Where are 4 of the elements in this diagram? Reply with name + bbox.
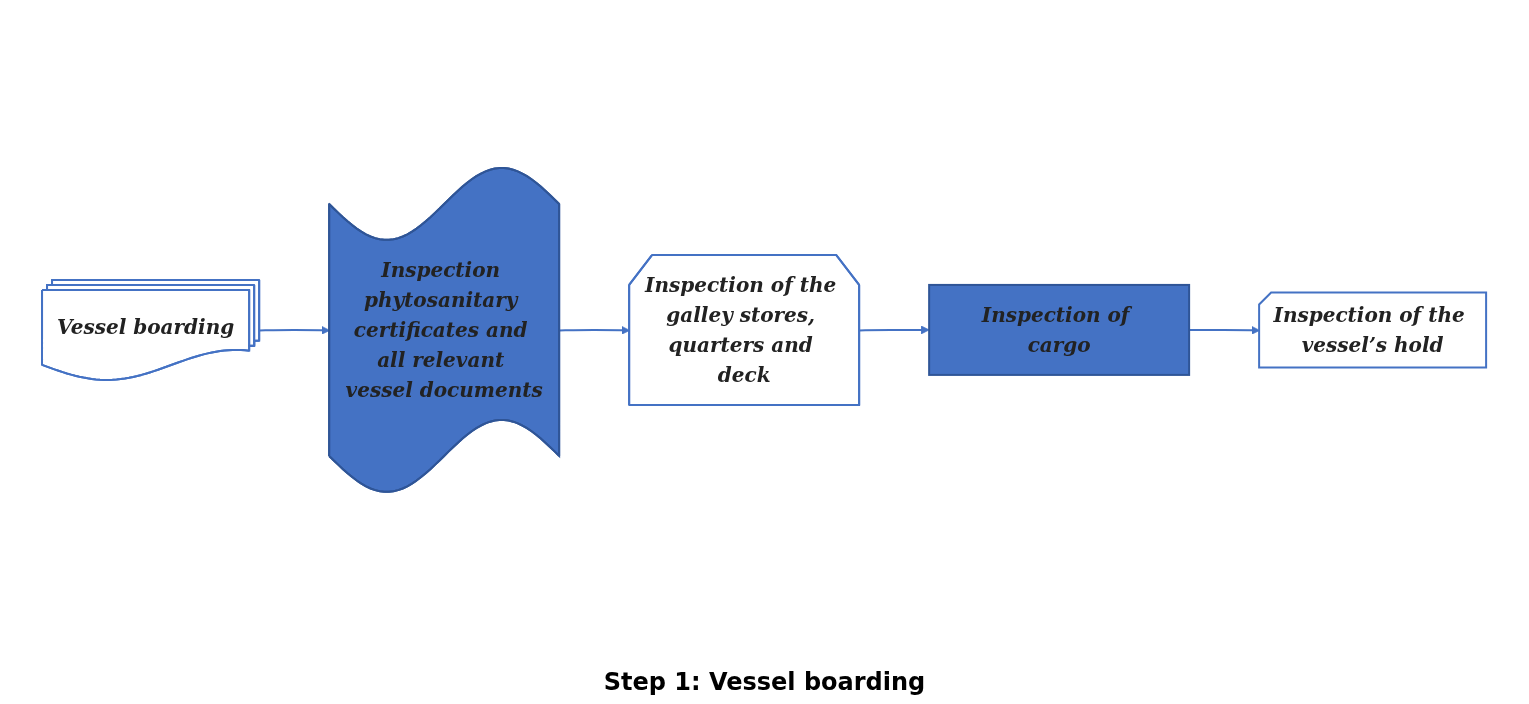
node-box: Inspection of cargo: [928, 284, 1191, 376]
caption: Step 1: Vessel boarding: [603, 668, 926, 696]
arrow: [259, 326, 331, 335]
arrow: [859, 325, 930, 335]
